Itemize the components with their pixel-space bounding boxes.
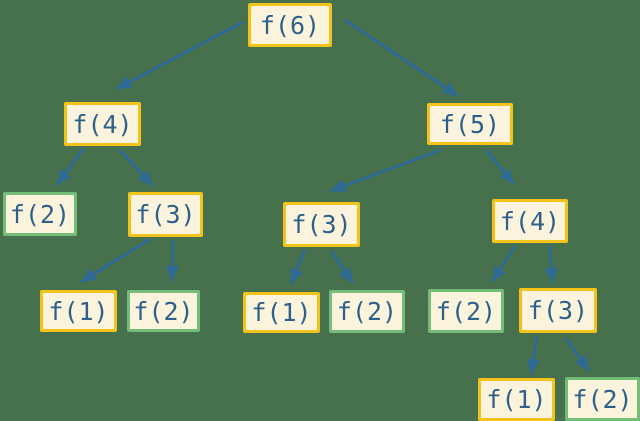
node-f2-1: f(2) [3, 192, 77, 236]
node-f6: f(6) [248, 3, 332, 47]
edges-group [55, 18, 591, 375]
node-f3-2: f(3) [283, 202, 360, 247]
edge-f5-f3 [329, 148, 442, 193]
edge-f6-f5 [344, 18, 459, 98]
edge-f4-f2 [55, 147, 86, 186]
node-f5: f(5) [427, 103, 513, 145]
node-f4-right: f(4) [492, 199, 568, 243]
edge-f3r-f2 [564, 337, 591, 372]
node-f3-3: f(3) [519, 288, 597, 333]
edge-f3l-f1 [80, 237, 151, 284]
node-f1-1: f(1) [40, 290, 117, 332]
edge-f4r-f3 [544, 245, 558, 284]
node-f4-left: f(4) [64, 102, 141, 146]
edge-f4r-f2 [490, 245, 517, 283]
edge-f3l-f2 [165, 239, 180, 282]
node-f1-2: f(1) [243, 292, 320, 333]
node-f2-4: f(2) [428, 289, 504, 333]
node-f2-5: f(2) [565, 377, 640, 421]
node-f2-2: f(2) [127, 290, 200, 332]
edge-f4-f3 [118, 148, 155, 188]
edge-f3r-f1 [526, 335, 541, 375]
edge-f6-f4 [115, 20, 244, 91]
node-f1-3: f(1) [478, 378, 555, 421]
edge-f3m-f1 [289, 249, 307, 285]
edge-f5-f4 [484, 149, 516, 185]
node-f3-1: f(3) [128, 192, 203, 237]
node-f2-3: f(2) [329, 290, 405, 333]
edge-f3m-f2 [329, 250, 355, 284]
